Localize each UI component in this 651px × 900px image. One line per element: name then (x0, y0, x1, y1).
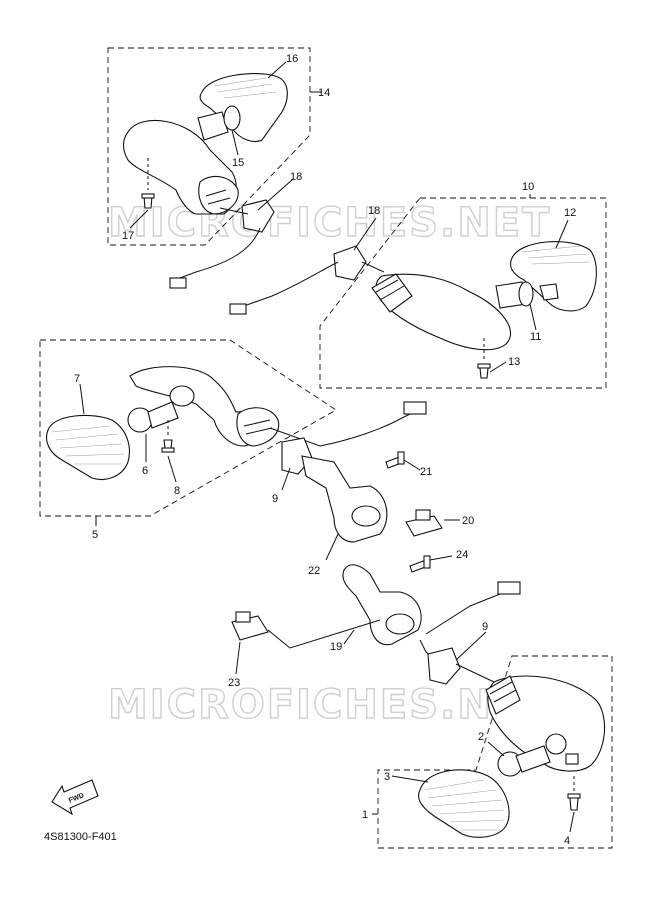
callout-7: 7 (74, 373, 80, 385)
lens-16 (199, 73, 288, 143)
group-box-14 (107, 47, 311, 246)
callout-11: 11 (530, 331, 541, 343)
callout-6: 6 (142, 465, 148, 477)
callout-1: 1 (362, 809, 368, 821)
callout-15: 15 (232, 157, 244, 169)
fwd-arrow-icon: FWD (51, 779, 99, 816)
drawing-code: 4S81300-F401 (44, 831, 117, 843)
callout-21: 21 (420, 466, 432, 478)
callout-2: 2 (478, 731, 484, 743)
callout-16: 16 (286, 53, 298, 65)
callout-18-lower: 18 (368, 205, 380, 217)
callout-19: 19 (330, 641, 342, 653)
lens-7 (45, 414, 130, 480)
lens-12 (509, 241, 597, 312)
callout-22: 22 (308, 565, 320, 577)
group-box-5 (39, 339, 337, 517)
connector-1 (497, 581, 521, 595)
group-box-10 (319, 197, 607, 389)
callout-23: 23 (228, 677, 240, 689)
callout-10: 10 (522, 181, 534, 193)
callout-9-upper: 9 (272, 493, 278, 505)
watermark-bottom: MICROFICHES.NET (108, 682, 551, 728)
callout-5: 5 (92, 529, 98, 541)
watermark-top: MICROFICHES.NET (108, 200, 551, 246)
callout-14: 14 (318, 87, 330, 99)
stay-19 (342, 564, 422, 646)
callout-17: 17 (122, 230, 134, 242)
lens-3 (417, 769, 510, 838)
group-box-1 (377, 655, 613, 849)
callout-9-lower: 9 (482, 621, 488, 633)
callout-20: 20 (462, 515, 474, 527)
connector-5 (403, 401, 427, 415)
connector-10 (229, 303, 247, 315)
callout-24: 24 (456, 549, 468, 561)
callout-13: 13 (508, 356, 520, 368)
stay-22 (301, 455, 388, 543)
callout-18-upper: 18 (290, 171, 302, 183)
callout-8: 8 (174, 485, 180, 497)
callout-12: 12 (564, 207, 576, 219)
callout-3: 3 (384, 771, 390, 783)
connector-14 (169, 277, 187, 289)
callout-4: 4 (564, 835, 570, 847)
